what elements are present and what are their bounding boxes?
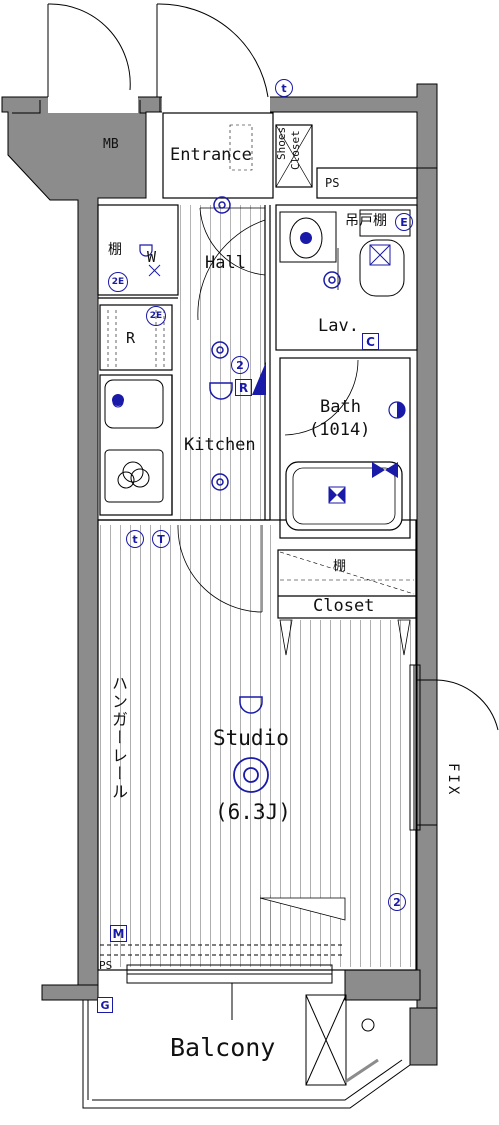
bath-label: Bath [320,397,361,417]
faucet-icon [372,462,398,478]
c-box-icon: C [362,333,379,350]
washbasin-icon [279,211,337,263]
tv-outlet-icon: T [152,530,170,548]
balcony-label: Balcony [170,1033,276,1062]
entrance-label: Entrance [170,145,252,165]
t-outlet-icon: t [126,530,144,548]
balcony-window [100,944,345,1020]
lav-label: Lav. [318,316,359,336]
floor-stripes [100,205,415,967]
two-e-outlet-icon-2: 2E [146,306,166,326]
two-outlet-studio-icon: 2 [388,893,406,911]
exterior-walls [1,83,438,1066]
fix-window [409,664,499,831]
closet-label: Closet [313,596,375,616]
mb-label: MB [103,137,119,152]
hall-label: Hall [205,253,246,273]
w-label: W [147,248,157,266]
tana-w-label: 棚 [108,242,122,258]
vent-icon [112,264,161,408]
stove-icon [104,449,164,503]
e-outlet-icon: E [395,213,413,231]
studio-label: Studio [213,726,289,750]
fix-label: FIX [445,763,461,798]
entrance-door-gap [162,96,270,113]
studio-size-label: (6.3J) [215,800,291,824]
two-e-outlet-icon: 2E [108,272,128,292]
r-box-icon: R [235,379,252,396]
mb-doors [47,3,269,98]
two-outlet-icon: 2 [231,356,249,374]
m-box-icon: M [110,925,127,942]
ps-top-label: PS [325,176,340,190]
bath-size-label: (1014) [309,420,371,440]
wall-light-icon [239,696,263,714]
switch-panel-icon [252,362,266,395]
shoes-closet-label-2: Closet [289,130,302,170]
tana-closet-label: 棚 [333,559,347,574]
studio-light-icon [233,757,269,793]
hanger-rail-label: ハンガーレール [109,675,128,801]
r-label: R [126,329,136,347]
mb-door-gap [48,96,138,113]
ceiling-light-icon [211,196,341,491]
tsuri-dana-label: 吊戸棚 [345,213,387,229]
shoes-closet-label-1: Shoes [275,126,288,160]
bath-light-icon [388,401,406,419]
balcony-outline [82,994,411,1109]
ps-bottom-label: PS [99,959,113,972]
kitchen-label: Kitchen [184,435,256,455]
g-box-icon: G [97,997,113,1013]
kitchen-sink-icon [104,379,164,429]
tel-outlet-icon: t [275,79,293,97]
bath-drain-icon [328,486,346,504]
